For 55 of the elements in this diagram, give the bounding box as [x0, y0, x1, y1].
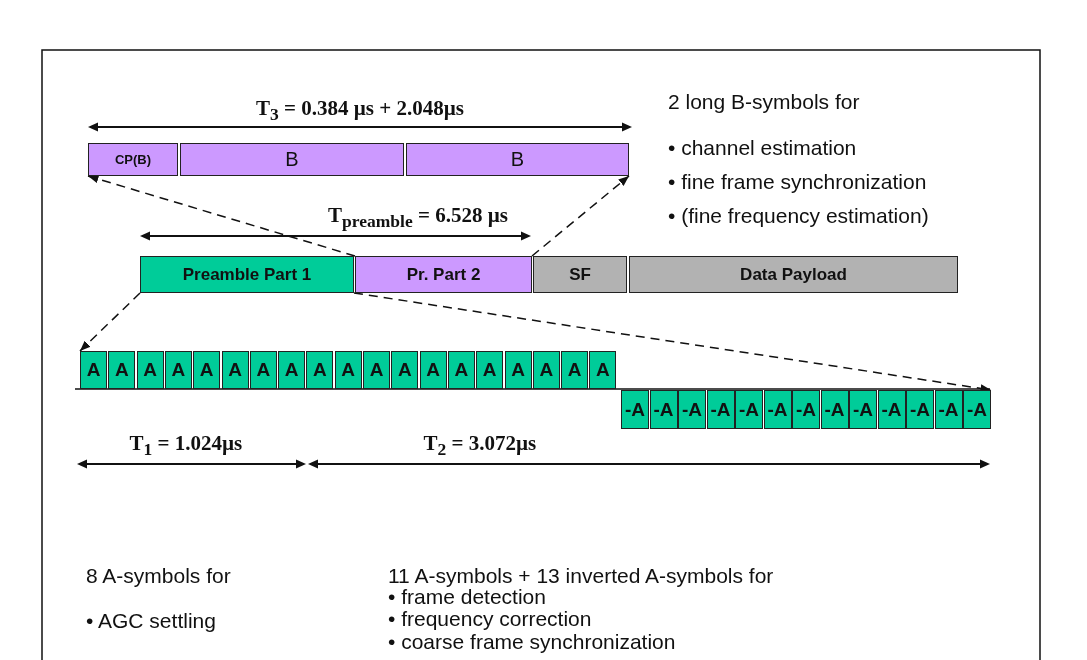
- inverted-a-symbol-block: -A: [763, 390, 792, 429]
- a-symbol-block: A: [476, 351, 504, 389]
- a-symbol-block: A: [193, 351, 221, 389]
- duration-label: T$_{1}$ = 1.024µs: [129, 431, 243, 462]
- a-symbol-block: A: [391, 351, 419, 389]
- b-symbol-segment: B: [406, 143, 629, 176]
- a-symbol-block: A: [419, 351, 447, 389]
- bullet-item: • frequency correction: [388, 607, 592, 631]
- b-symbol-segment: B: [180, 143, 404, 176]
- a-symbol-block: A: [589, 351, 617, 389]
- a-symbol-block: A: [363, 351, 390, 389]
- sf-segment: SF: [533, 256, 627, 293]
- cp-segment: CP(B): [88, 143, 178, 176]
- a-symbol-block: A: [108, 351, 136, 389]
- heading-text: 11 A-symbols + 13 inverted A-symbols for: [388, 564, 774, 588]
- a-symbol-block: A: [561, 351, 589, 389]
- inverted-a-symbol-block: -A: [706, 390, 735, 429]
- inverted-a-symbol-block: -A: [678, 390, 706, 429]
- dashed-arrow: [79, 292, 141, 352]
- bullet-item: • fine frame synchronization: [668, 170, 927, 194]
- dashed-arrow: [87, 175, 356, 257]
- inverted-a-symbol-block: -A: [621, 390, 649, 429]
- a-symbol-block: A: [164, 351, 192, 389]
- a-symbol-block: A: [249, 351, 277, 389]
- inverted-a-symbol-block: -A: [735, 390, 763, 429]
- a-symbol-block: A: [306, 351, 334, 389]
- a-symbol-block: A: [80, 351, 107, 389]
- bullet-item: • channel estimation: [668, 136, 857, 160]
- inverted-a-symbol-block: -A: [820, 390, 849, 429]
- inverted-a-symbol-block: -A: [649, 390, 678, 429]
- payload-segment: Data Payload: [629, 256, 958, 293]
- heading-text: 8 A-symbols for: [86, 564, 231, 588]
- preamble-segment: Pr. Part 2: [355, 256, 532, 293]
- duration-label: T$_{3}$ = 0.384 µs + 2.048µs: [256, 96, 464, 127]
- dashed-arrow: [531, 175, 630, 257]
- inverted-a-symbol-block: -A: [877, 390, 906, 429]
- preamble-segment: Preamble Part 1: [140, 256, 354, 293]
- heading-text: 2 long B-symbols for: [668, 90, 860, 114]
- a-symbol-block: A: [136, 351, 164, 389]
- a-symbol-block: A: [278, 351, 306, 389]
- bullet-item: • coarse frame synchronization: [388, 630, 676, 654]
- a-symbol-block: A: [447, 351, 475, 389]
- a-symbol-block: A: [532, 351, 560, 389]
- inverted-a-symbol-block: -A: [963, 390, 991, 429]
- inverted-a-symbol-block: -A: [934, 390, 963, 429]
- a-symbol-block: A: [504, 351, 532, 389]
- inverted-a-symbol-block: -A: [906, 390, 934, 429]
- inverted-a-symbol-block: -A: [849, 390, 877, 429]
- bullet-item: • (fine frequency estimation): [668, 204, 929, 228]
- duration-label: T$_{preamble}$ = 6.528 µs: [328, 203, 508, 234]
- duration-label: T$_{2}$ = 3.072µs: [423, 431, 537, 462]
- a-symbol-block: A: [221, 351, 249, 389]
- a-symbol-block: A: [334, 351, 362, 389]
- inverted-a-symbol-block: -A: [792, 390, 820, 429]
- bullet-item: • AGC settling: [86, 609, 216, 633]
